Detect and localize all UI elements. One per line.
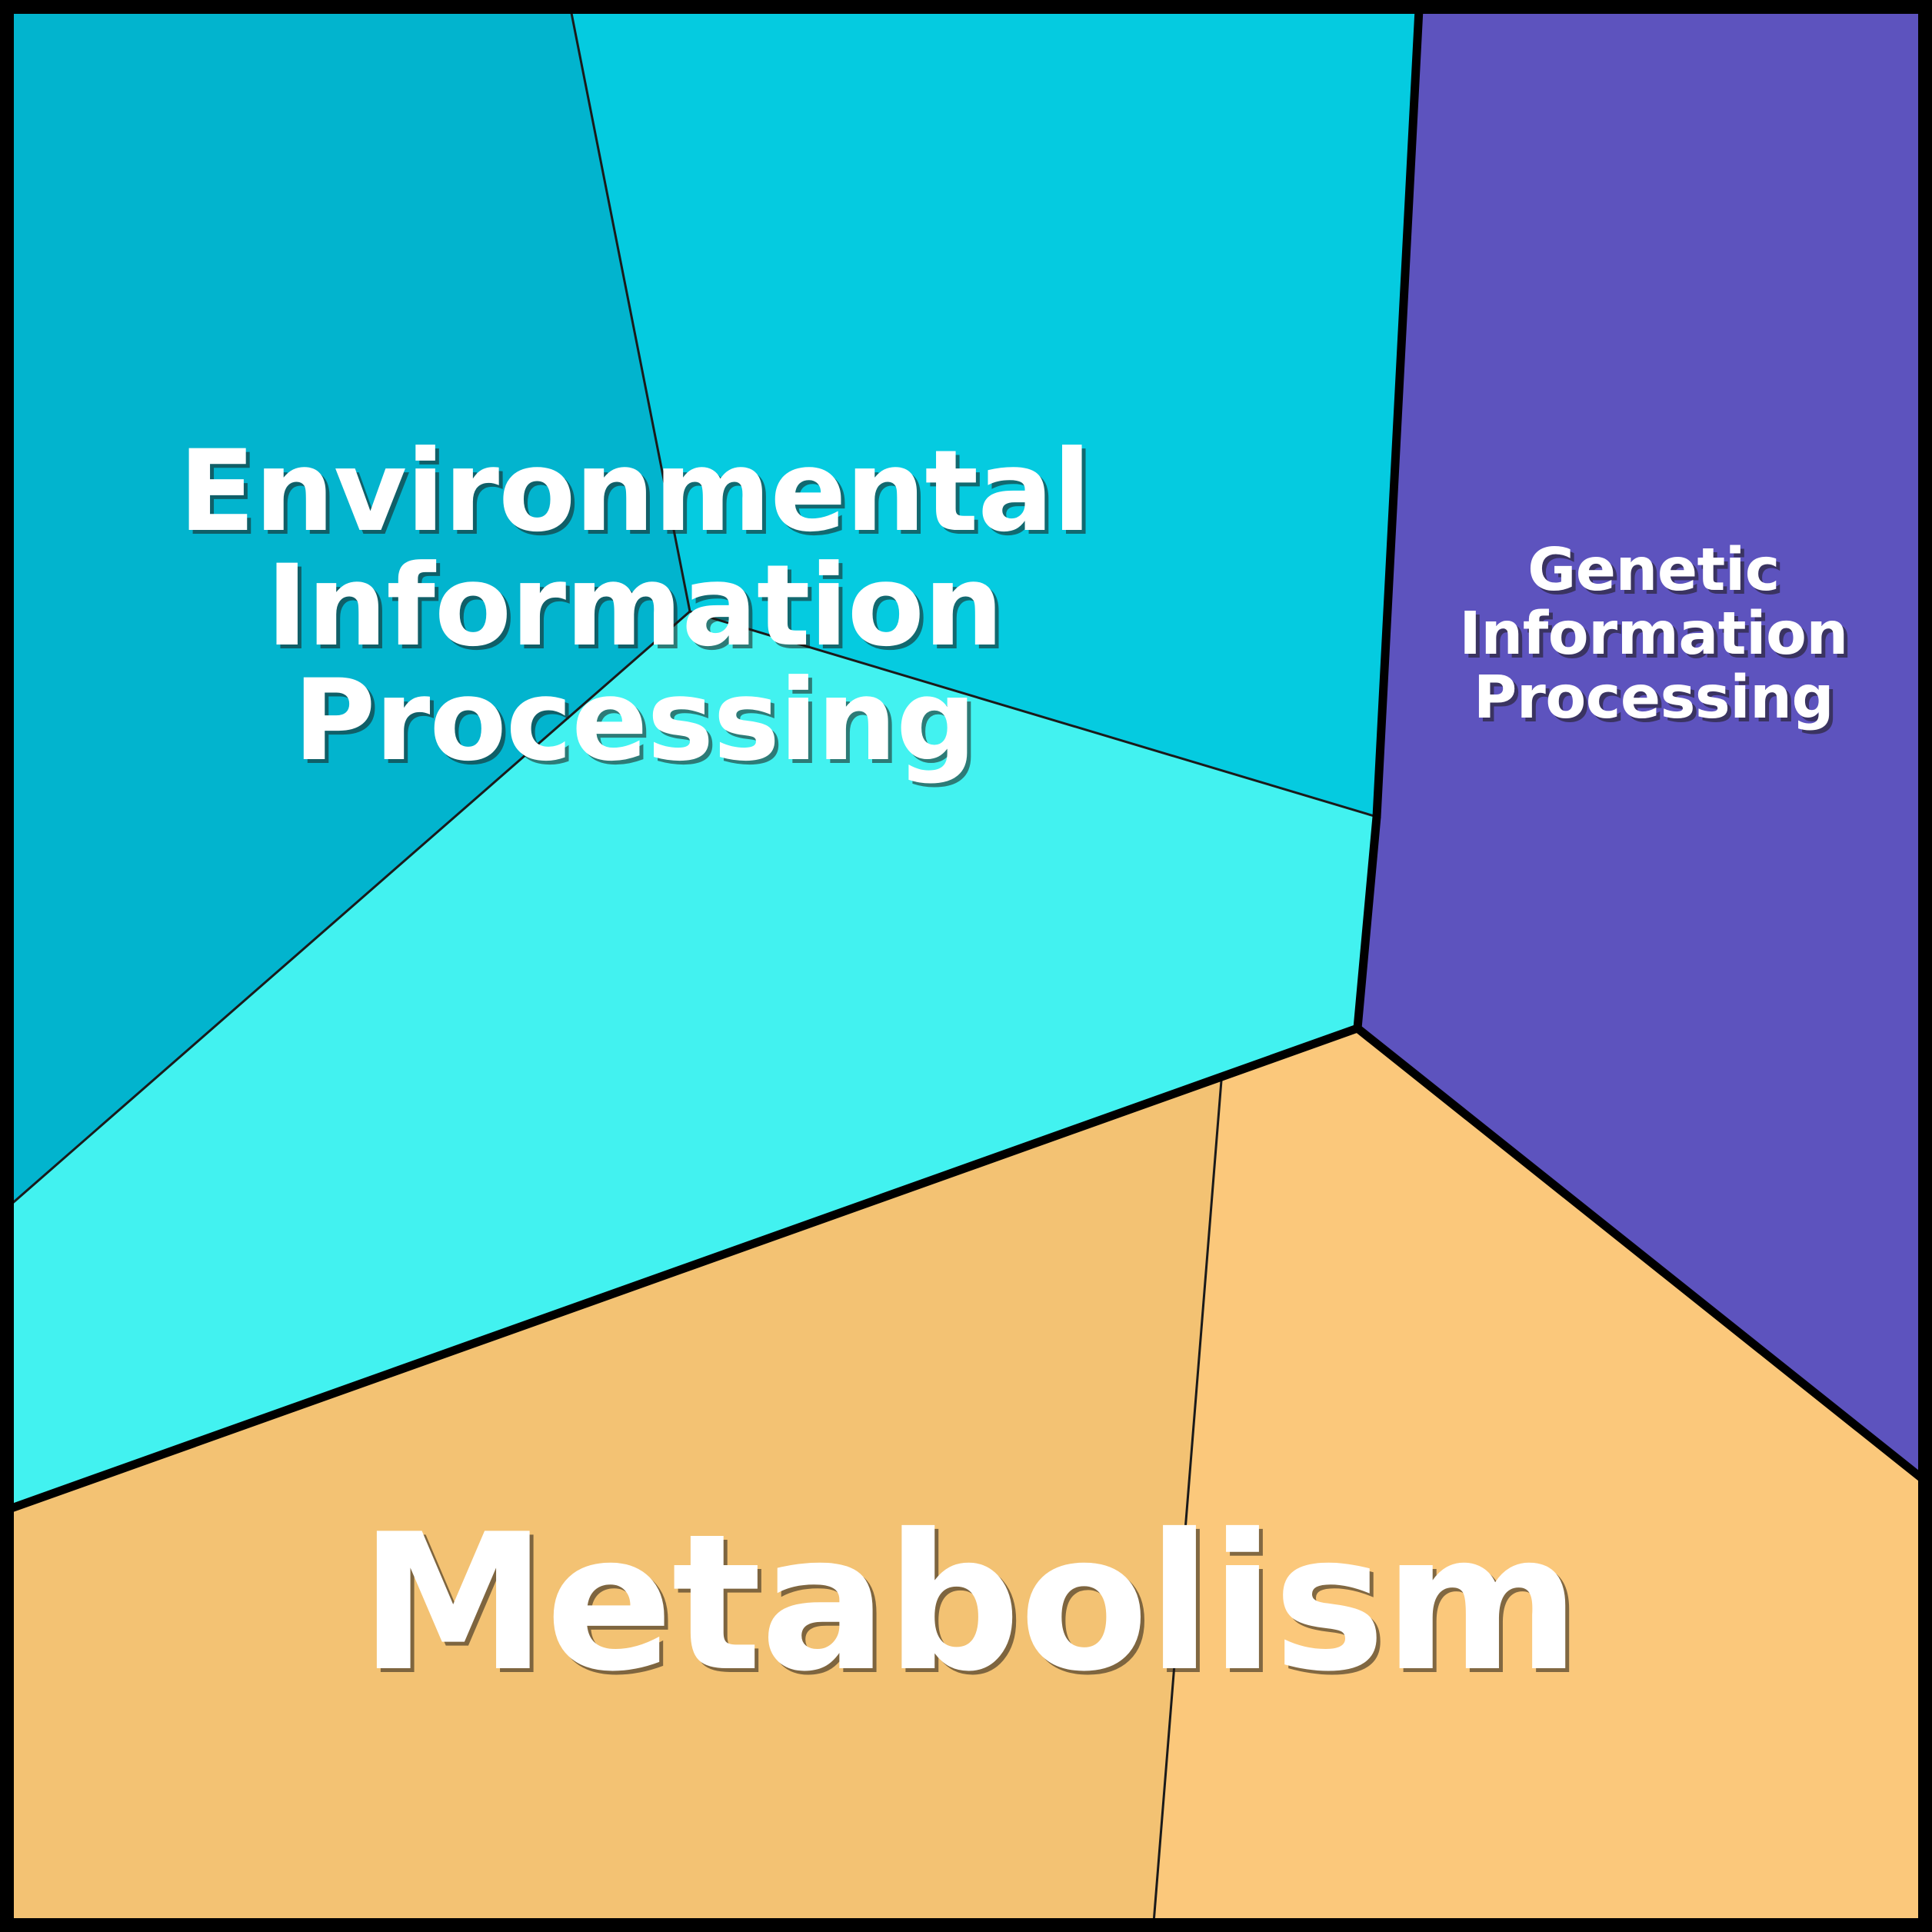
thin-edge-0	[569, 8, 691, 613]
thick-edge-group-boundary-4	[1353, 1024, 1927, 1484]
cell-genetic[interactable]	[1357, 9, 1923, 1479]
thick-edge-group-boundary-3	[1353, 812, 1381, 1033]
cell-thin-edges	[7, 8, 1378, 1924]
thick-edge-group-boundary-5	[5, 1024, 1362, 1514]
thin-edge-1	[7, 609, 692, 1208]
cell-metabolism-left[interactable]	[9, 1081, 1221, 1923]
cell-environmental-mid[interactable]	[571, 9, 1419, 817]
thin-edge-3	[1152, 1079, 1223, 1924]
cell-thick-edges	[5, 5, 1927, 1514]
cell-environmental-dark[interactable]	[9, 9, 690, 1206]
cell-environmental-light[interactable]	[9, 611, 1377, 1509]
thick-edge-group-boundary-2	[1372, 5, 1424, 821]
thin-edge-2	[688, 610, 1378, 818]
cell-metabolism-right[interactable]	[1154, 1028, 1923, 1923]
cell-fills	[9, 9, 1923, 1923]
